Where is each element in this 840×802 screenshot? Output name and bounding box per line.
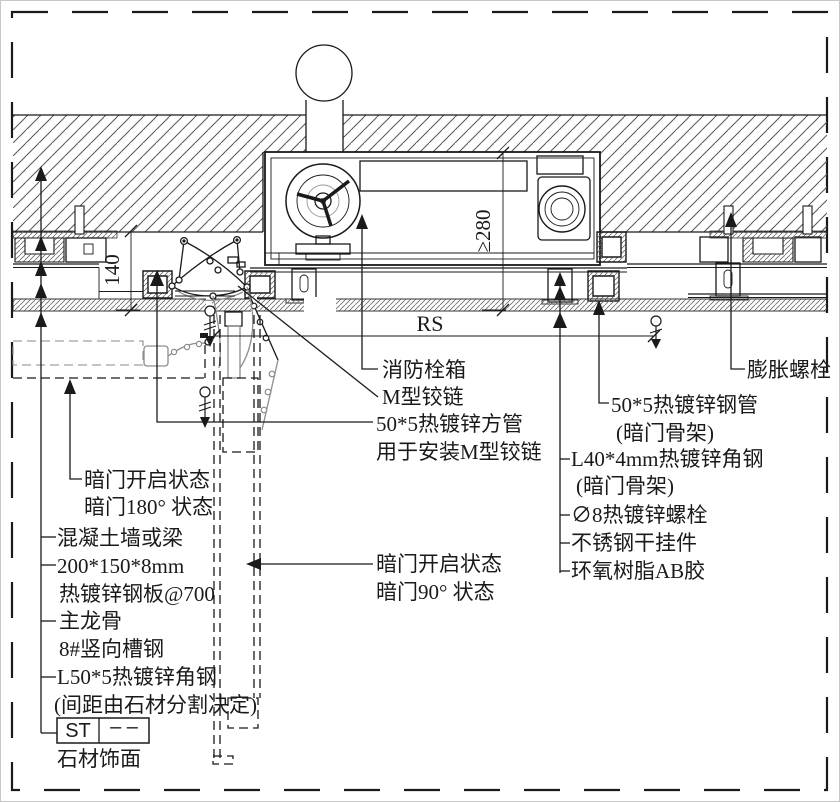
- label-concrete: 混凝土墙或梁: [57, 526, 183, 550]
- door-open-180: [12, 333, 212, 379]
- anchor-rod: [74, 205, 85, 235]
- label-ss-hanger: 不锈钢干挂件: [571, 531, 697, 555]
- main-runner-channel: [742, 237, 794, 263]
- dim-140: 140: [100, 224, 140, 317]
- material-tag: ST – –: [56, 716, 150, 744]
- dim-rs-text: RS: [417, 311, 444, 336]
- label-square-tube-line1: 50*5热镀锌方管: [376, 412, 523, 436]
- door-foot-dashed: [227, 697, 259, 729]
- label-plate-line2: 热镀锌钢板@700: [59, 582, 215, 606]
- square-tube-wall-upper: [596, 231, 627, 263]
- label-angle40-line2: (暗门骨架): [576, 474, 674, 498]
- label-galv-bolt: ∅8热镀锌螺栓: [571, 503, 708, 527]
- label-stone-finish: 石材饰面: [57, 747, 141, 771]
- label-epoxy: 环氧树脂AB胶: [571, 559, 705, 583]
- label-door90-line1: 暗门开启状态: [376, 552, 502, 576]
- dim-280: ≥280: [471, 146, 510, 317]
- label-steel-pipe-line1: 50*5热镀锌钢管: [611, 393, 758, 417]
- label-hydrant-box: 消防栓箱: [382, 358, 466, 382]
- label-keel: 主龙骨: [59, 609, 122, 633]
- tag-value: – –: [110, 716, 139, 738]
- door-tube-dashed: [222, 377, 259, 453]
- door-180-hinge-folded: [143, 333, 212, 367]
- label-angle40-line1: L40*4mm热镀锌角钢: [571, 447, 764, 471]
- square-tube-hinge-left: [142, 270, 173, 299]
- label-door180-line2: 暗门180° 状态: [84, 495, 213, 519]
- main-runner-channel: [14, 237, 65, 263]
- fire-hydrant-box: [250, 151, 627, 273]
- m-hinge-mechanism: [168, 235, 279, 431]
- concrete-slab: [13, 114, 827, 233]
- annotations: 暗门开启状态 暗门180° 状态 混凝土墙或梁 200*150*8mm 热镀锌钢…: [54, 358, 831, 771]
- label-angle50-line2: (间距由石材分割决定): [54, 693, 257, 717]
- fire-supply-pipe: [295, 44, 353, 153]
- valve-handwheel: [285, 163, 361, 261]
- hose-reel: [536, 155, 591, 241]
- label-door90-line2: 暗门90° 状态: [376, 580, 495, 604]
- anchor-rod: [802, 205, 813, 235]
- dimensions: 140 ≥280 RS: [100, 146, 661, 343]
- dim-280-text: ≥280: [471, 209, 495, 252]
- square-tubes: [142, 231, 627, 302]
- label-square-tube-line2: 用于安装M型铰链: [376, 440, 542, 464]
- label-door180-line1: 暗门开启状态: [84, 468, 210, 492]
- label-expansion-bolt: 膨胀螺栓: [747, 358, 831, 382]
- leader-lines: [35, 166, 745, 734]
- label-angle50-line1: L50*5热镀锌角钢: [57, 665, 217, 689]
- dim-140-text: 140: [100, 254, 124, 286]
- dim-rs: RS: [207, 311, 661, 343]
- label-steel-pipe-line2: (暗门骨架): [616, 421, 714, 445]
- dashed-border: [10, 10, 829, 792]
- label-plate-line1: 200*150*8mm: [57, 554, 184, 578]
- label-m-hinge: M型铰链: [382, 385, 464, 409]
- label-channel: 8#竖向槽钢: [59, 637, 164, 661]
- tag-code: ST: [65, 720, 91, 742]
- door-open-90: [212, 315, 261, 765]
